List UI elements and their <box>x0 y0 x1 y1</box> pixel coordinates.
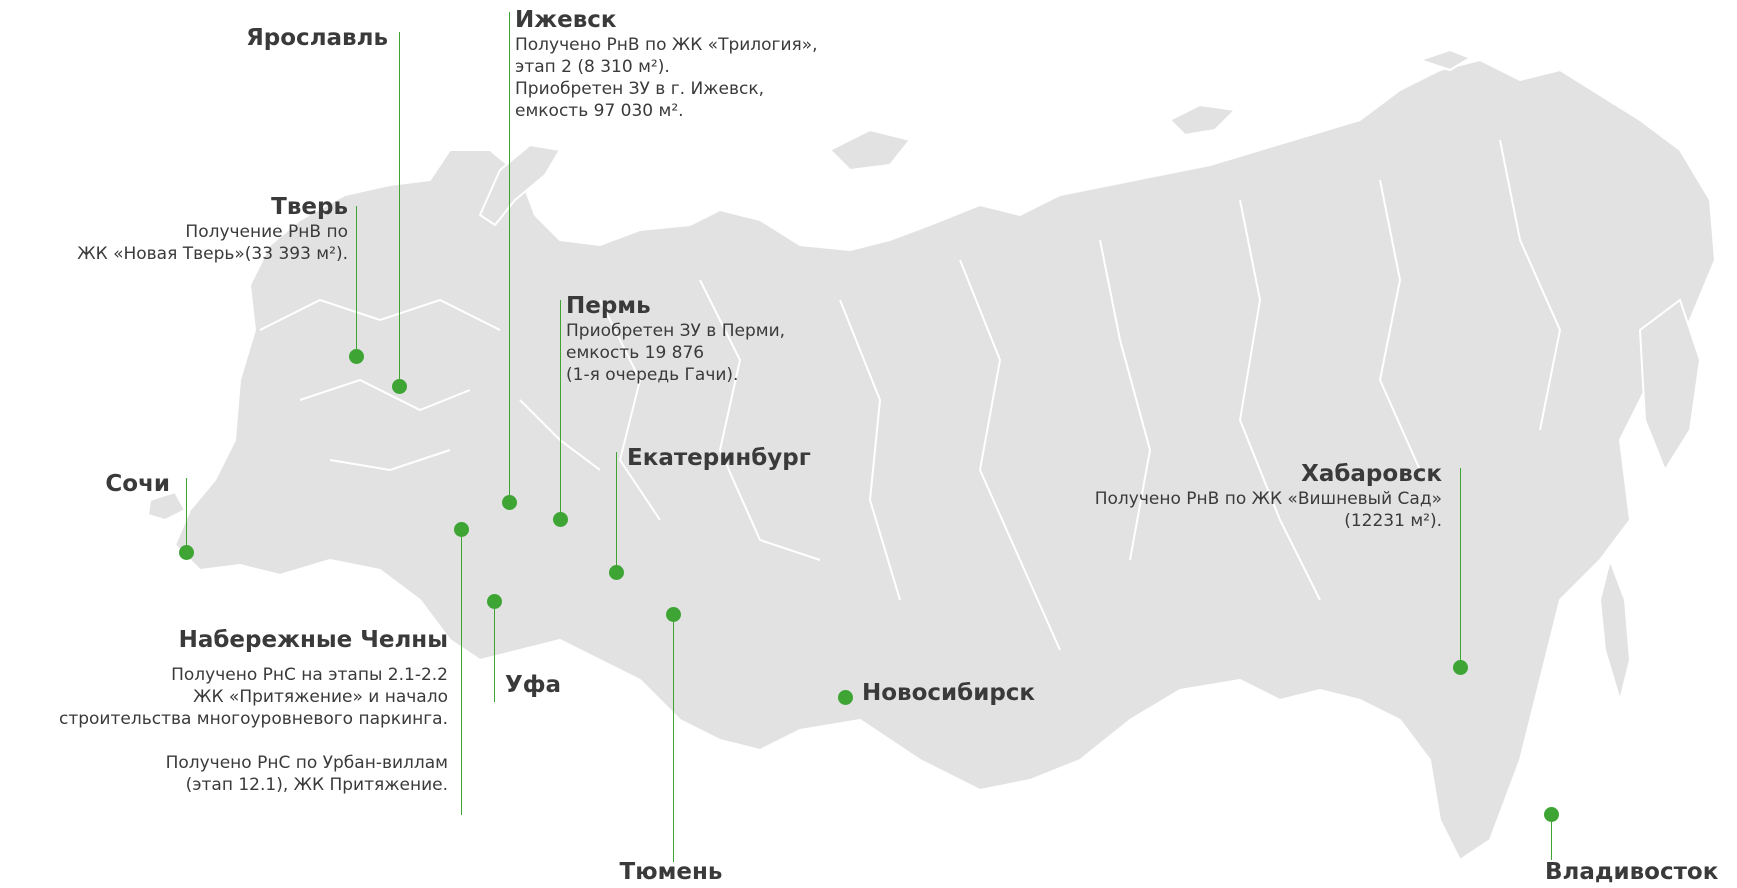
map-peninsula-kamchatka <box>1639 299 1701 471</box>
city-name: Тверь <box>271 194 348 220</box>
map-region-borders <box>259 139 1562 651</box>
label-novosibirsk: Новосибирск <box>862 679 1035 707</box>
leader-izhevsk <box>509 12 510 502</box>
marker-ekb[interactable] <box>609 565 624 580</box>
map-island-novosibirskie <box>1169 104 1236 136</box>
map-crimea <box>147 491 186 521</box>
map-island-severnaya-zemlya <box>829 129 911 171</box>
leader-yaroslavl <box>399 32 400 386</box>
marker-ufa[interactable] <box>487 594 502 609</box>
leader-ekb <box>616 452 617 572</box>
marker-tver[interactable] <box>349 349 364 364</box>
city-name: Ижевск <box>515 7 617 33</box>
city-notes: Получено РнС на этапы 2.1-2.2 ЖК «Притяж… <box>58 665 448 795</box>
label-tyumen: Тюмень <box>620 858 723 886</box>
city-notes: Приобретен ЗУ в Перми, емкость 19 876 (1… <box>566 321 786 385</box>
city-name: Екатеринбург <box>627 445 811 471</box>
label-khabarovsk: Хабаровск Получено РнВ по ЖК «Вишневый С… <box>1095 460 1442 532</box>
label-perm: Пермь Приобретен ЗУ в Перми, емкость 19 … <box>566 292 785 386</box>
city-name: Владивосток <box>1545 859 1719 885</box>
label-ekb: Екатеринбург <box>627 444 811 472</box>
label-izhevsk: Ижевск Получено РнВ по ЖК «Трилогия», эт… <box>515 6 818 122</box>
leader-khabarovsk <box>1460 468 1461 668</box>
marker-khabarovsk[interactable] <box>1453 660 1468 675</box>
marker-izhevsk[interactable] <box>502 495 517 510</box>
marker-novosibirsk[interactable] <box>838 690 853 705</box>
label-vladivostok: Владивосток <box>1545 858 1718 886</box>
label-yaroslavl: Ярославль <box>246 24 388 52</box>
city-name: Ярославль <box>246 25 388 51</box>
leader-ufa <box>494 602 495 702</box>
label-ufa: Уфа <box>505 671 561 699</box>
label-tver: Тверь Получение РнВ по ЖК «Новая Тверь»(… <box>77 193 348 265</box>
marker-tyumen[interactable] <box>666 607 681 622</box>
label-sochi: Сочи <box>105 470 170 498</box>
city-name: Новосибирск <box>862 680 1036 706</box>
leader-tyumen <box>673 614 674 862</box>
label-chelny: Набережные Челны Получено РнС на этапы 2… <box>59 626 448 796</box>
city-name: Уфа <box>505 672 562 698</box>
leader-tver <box>356 206 357 356</box>
marker-sochi[interactable] <box>179 545 194 560</box>
map-island-wrangel <box>1419 49 1471 71</box>
leader-sochi <box>186 478 187 553</box>
marker-perm[interactable] <box>553 512 568 527</box>
city-notes: Получение РнВ по ЖК «Новая Тверь»(33 393… <box>77 222 348 264</box>
city-name: Пермь <box>566 293 651 319</box>
city-name: Набережные Челны <box>178 627 448 653</box>
map-island-sakhalin <box>1599 559 1631 701</box>
leader-chelny <box>461 530 462 815</box>
map-island-novaya-zemlya <box>479 144 561 226</box>
leader-vladivostok <box>1551 814 1552 860</box>
marker-chelny[interactable] <box>454 522 469 537</box>
city-name: Хабаровск <box>1301 461 1442 487</box>
marker-vladivostok[interactable] <box>1544 807 1559 822</box>
city-name: Сочи <box>105 471 170 497</box>
marker-yaroslavl[interactable] <box>392 379 407 394</box>
city-notes: Получено РнВ по ЖК «Вишневый Сад» (12231… <box>1094 489 1442 531</box>
leader-perm <box>560 300 561 520</box>
city-name: Тюмень <box>619 859 723 885</box>
city-notes: Получено РнВ по ЖК «Трилогия», этап 2 (8… <box>515 35 818 121</box>
